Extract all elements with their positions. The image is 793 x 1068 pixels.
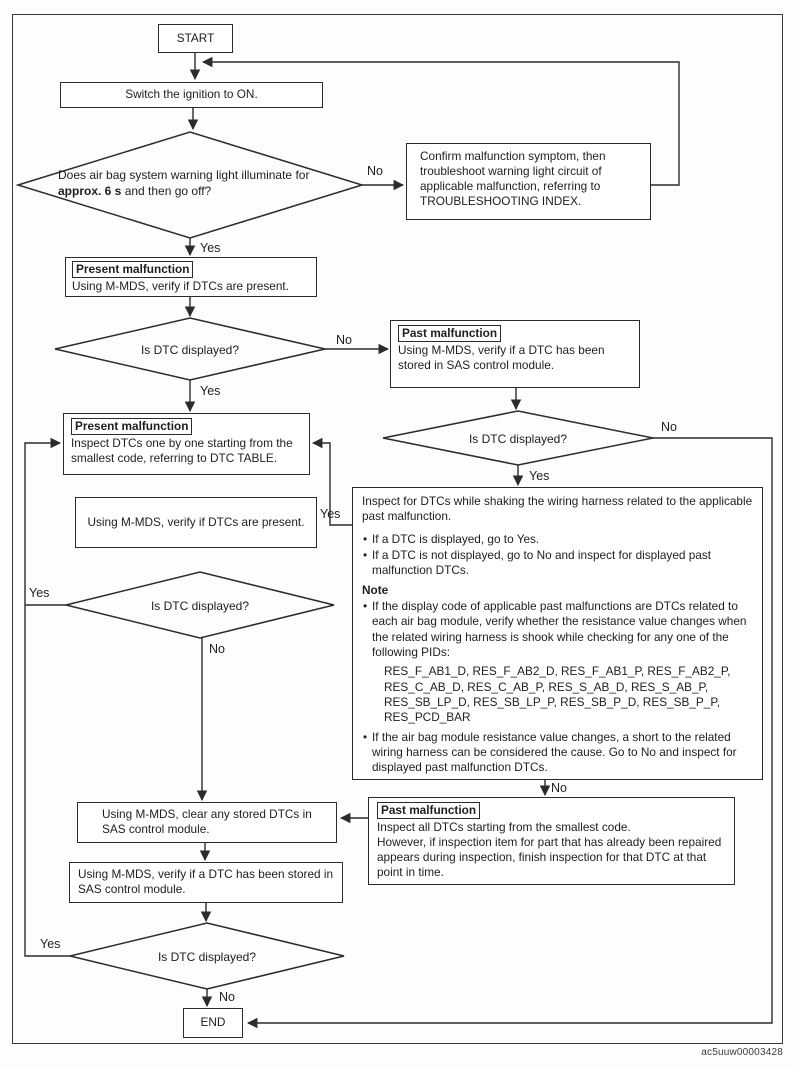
edge-label-no: No — [367, 164, 383, 178]
switch-ignition-box: Switch the ignition to ON. — [60, 82, 323, 108]
decision-warning-light-text: Does air bag system warning light illumi… — [58, 167, 322, 199]
present-malfunction-2-box: Present malfunction Inspect DTCs one by … — [63, 413, 310, 475]
past-malfunction-2-line2: However, if inspection item for part tha… — [377, 835, 722, 880]
edge-label-no: No — [336, 333, 352, 347]
edge-label-yes: Yes — [200, 384, 221, 398]
inspect-bullet-1: If a DTC is displayed, go to Yes. — [362, 532, 753, 548]
present-malfunction-1-title: Present malfunction — [72, 261, 194, 279]
edge-confirm-feedback-loop — [201, 56, 680, 186]
verify-dtcs-box: Using M-MDS, verify if DTCs are present. — [75, 497, 317, 548]
switch-ignition-text: Switch the ignition to ON. — [125, 87, 258, 102]
end-node: END — [183, 1008, 243, 1038]
edge-noteblock-yes-loop — [311, 437, 352, 526]
decision-dtc-2-diamond — [382, 410, 654, 466]
edge-decision4-yes-loop — [24, 437, 70, 957]
clear-dtcs-text: Using M-MDS, clear any stored DTCs in SA… — [102, 807, 312, 837]
decision-dtc-3-text: Is DTC displayed? — [150, 599, 250, 613]
pid-line: RES_SB_LP_D, RES_SB_LP_P, RES_SB_P_D, RE… — [384, 694, 720, 709]
decision-dtc-4-diamond — [69, 922, 345, 990]
note-bullet-1: If the display code of applicable past m… — [362, 599, 753, 660]
end-label: END — [200, 1015, 226, 1030]
present-malfunction-2-text: Inspect DTCs one by one starting from th… — [71, 436, 293, 466]
edge-label-yes: Yes — [529, 469, 550, 483]
edge-label-yes: Yes — [200, 241, 221, 255]
past-malfunction-2-line1: Inspect all DTCs starting from the small… — [377, 820, 631, 835]
edge-decision3-no-to-end — [246, 437, 773, 1029]
pid-line: RES_F_AB1_D, RES_F_AB2_D, RES_F_AB1_P, R… — [384, 664, 731, 679]
pid-line: RES_PCD_BAR — [384, 710, 471, 725]
confirm-malfunction-text: Confirm malfunction symptom, then troubl… — [420, 149, 606, 209]
inspect-bullet-2: If a DTC is not displayed, go to No and … — [362, 548, 753, 579]
present-malfunction-2-title: Present malfunction — [71, 418, 193, 436]
past-malfunction-1-box: Past malfunction Using M-MDS, verify if … — [390, 320, 640, 388]
start-node: START — [158, 24, 233, 53]
edge-label-yes: Yes — [320, 507, 341, 521]
figure-code: ac5uuw00003428 — [701, 1047, 783, 1058]
verify-dtcs-text: Using M-MDS, verify if DTCs are present. — [87, 514, 305, 529]
present-malfunction-1-text: Using M-MDS, verify if DTCs are present. — [72, 279, 289, 294]
note-bullet-2: If the air bag module resistance value c… — [362, 730, 753, 776]
pid-list: RES_F_AB1_D, RES_F_AB2_D, RES_F_AB1_P, R… — [384, 664, 753, 725]
verify-stored-text: Using M-MDS, verify if a DTC has been st… — [78, 867, 334, 897]
past-malfunction-2-box: Past malfunction Inspect all DTCs starti… — [368, 797, 735, 885]
inspect-intro: Inspect for DTCs while shaking the wirin… — [362, 494, 753, 524]
decision-warning-light-diamond — [15, 131, 365, 239]
past-malfunction-2-title: Past malfunction — [377, 802, 481, 820]
verify-stored-box: Using M-MDS, verify if a DTC has been st… — [69, 862, 343, 903]
decision-dtc-3-diamond — [65, 571, 335, 639]
edge-label-no: No — [219, 990, 235, 1004]
decision-dtc-1-text: Is DTC displayed? — [140, 343, 240, 357]
edge-label-yes: Yes — [29, 586, 50, 600]
pid-line: RES_C_AB_D, RES_C_AB_P, RES_S_AB_D, RES_… — [384, 679, 709, 694]
past-malfunction-1-title: Past malfunction — [398, 325, 502, 343]
warning-light-text-part1: Does air bag system warning light illumi… — [58, 168, 310, 182]
decision-dtc-1-diamond — [54, 317, 326, 381]
clear-dtcs-box: Using M-MDS, clear any stored DTCs in SA… — [77, 802, 337, 843]
decision-dtc-4-text: Is DTC displayed? — [157, 950, 257, 964]
edge-label-yes: Yes — [40, 937, 61, 951]
present-malfunction-1-box: Present malfunction Using M-MDS, verify … — [65, 257, 317, 297]
note-label: Note — [362, 582, 389, 597]
page-border-frame — [12, 14, 783, 1044]
decision-dtc-2-text: Is DTC displayed? — [468, 432, 568, 446]
inspect-shaking-note-box: Inspect for DTCs while shaking the wirin… — [352, 487, 763, 780]
warning-light-text-bold: approx. 6 s — [58, 184, 122, 199]
start-label: START — [176, 30, 215, 45]
edge-label-no: No — [551, 781, 567, 795]
edge-label-no: No — [661, 420, 677, 434]
past-malfunction-1-text: Using M-MDS, verify if a DTC has been st… — [398, 343, 605, 373]
edge-label-no: No — [209, 642, 225, 656]
confirm-malfunction-box: Confirm malfunction symptom, then troubl… — [406, 143, 651, 220]
warning-light-text-part2: and then go off? — [121, 184, 212, 199]
